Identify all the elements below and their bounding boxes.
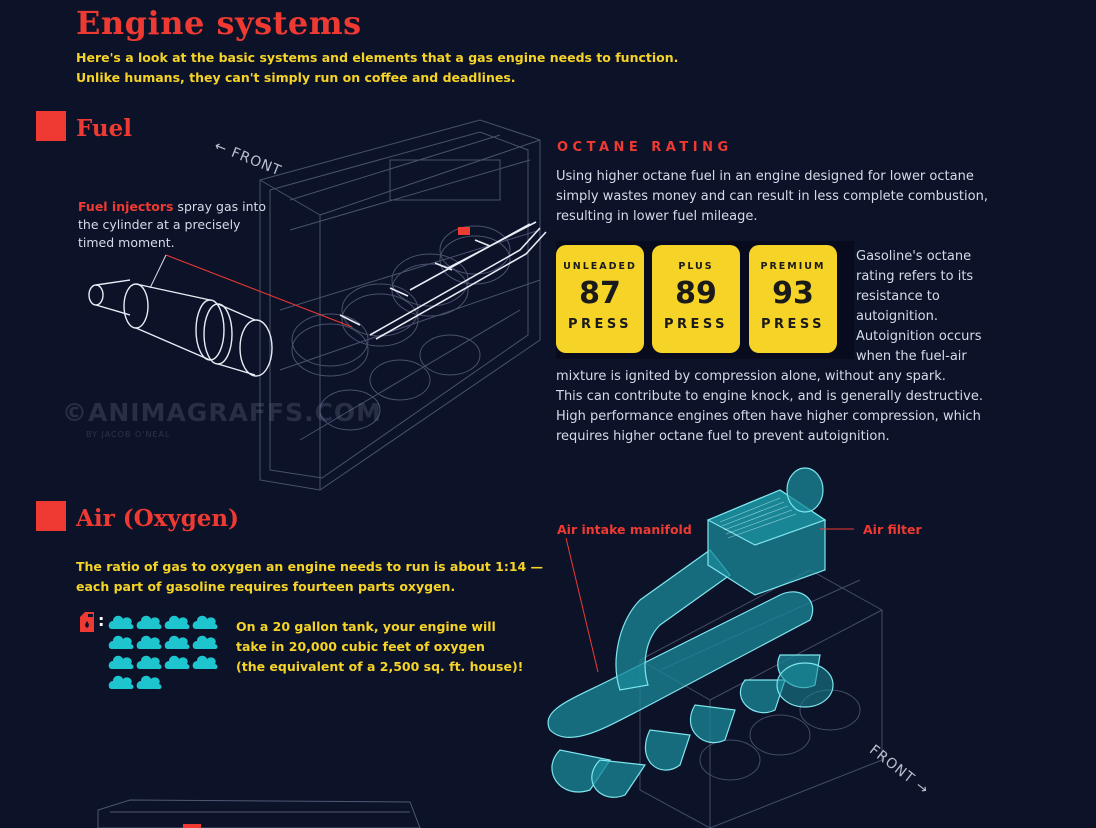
oxygen-cloud-icon bbox=[136, 615, 162, 630]
oxygen-cloud-icon bbox=[108, 615, 134, 630]
oxygen-clouds-group bbox=[108, 615, 218, 690]
intro-text: Here's a look at the basic systems and e… bbox=[76, 50, 679, 85]
oxygen-cloud-icon bbox=[136, 635, 162, 650]
page-title: Engine systems bbox=[76, 4, 362, 42]
fuel-engine-illustration bbox=[88, 119, 547, 491]
plus-pump-button: PLUS 89 PRESS bbox=[652, 245, 740, 353]
oxygen-cloud-icon bbox=[192, 655, 218, 670]
premium-pump-button: PREMIUM 93 PRESS bbox=[749, 245, 837, 353]
oxygen-cloud-icon bbox=[164, 655, 190, 670]
fuel-injector-label: Fuel injectors bbox=[78, 199, 174, 214]
watermark: ©ANIMAGRAFFS.COM bbox=[62, 398, 383, 427]
octane-paragraph-1: Using higher octane fuel in an engine de… bbox=[556, 169, 988, 224]
oxygen-cloud-icon bbox=[136, 675, 162, 690]
fuel-injector-caption: Fuel injectors spray gas into the cylind… bbox=[78, 199, 267, 250]
watermark-byline: BY JACOB O'NEAL bbox=[86, 430, 171, 439]
octane-side-text: Gasoline's octane rating refers to its r… bbox=[856, 249, 982, 364]
section-marker-air bbox=[36, 501, 66, 531]
air-ratio-text: The ratio of gas to oxygen an engine nee… bbox=[76, 559, 544, 594]
oxygen-cloud-icon bbox=[192, 615, 218, 630]
tank-oxygen-text: On a 20 gallon tank, your engine will ta… bbox=[236, 619, 524, 674]
air-intake-manifold-label: Air intake manifold bbox=[557, 522, 692, 537]
octane-paragraph-2: mixture is ignited by compression alone,… bbox=[556, 369, 983, 444]
oxygen-cloud-icon bbox=[164, 635, 190, 650]
bottom-engine-partial bbox=[97, 799, 421, 828]
air-intake-illustration bbox=[547, 467, 883, 828]
unleaded-pump-button: UNLEADED 87 PRESS bbox=[556, 245, 644, 353]
section-title-air: Air (Oxygen) bbox=[76, 505, 240, 532]
oxygen-cloud-icon bbox=[108, 655, 134, 670]
air-filter-label: Air filter bbox=[863, 522, 922, 537]
oxygen-cloud-icon bbox=[164, 615, 190, 630]
oxygen-cloud-icon bbox=[192, 635, 218, 650]
oxygen-cloud-icon bbox=[136, 655, 162, 670]
oxygen-cloud-icon bbox=[108, 635, 134, 650]
gas-can-icon bbox=[80, 612, 94, 632]
ratio-colon: : bbox=[98, 611, 105, 630]
section-title-fuel: Fuel bbox=[76, 115, 133, 142]
section-marker-fuel bbox=[36, 111, 66, 141]
oxygen-cloud-icon bbox=[108, 675, 134, 690]
octane-pump-buttons: UNLEADED 87 PRESS PLUS 89 PRESS PREMIUM … bbox=[556, 241, 854, 359]
octane-rating-title: OCTANE RATING bbox=[557, 140, 733, 155]
